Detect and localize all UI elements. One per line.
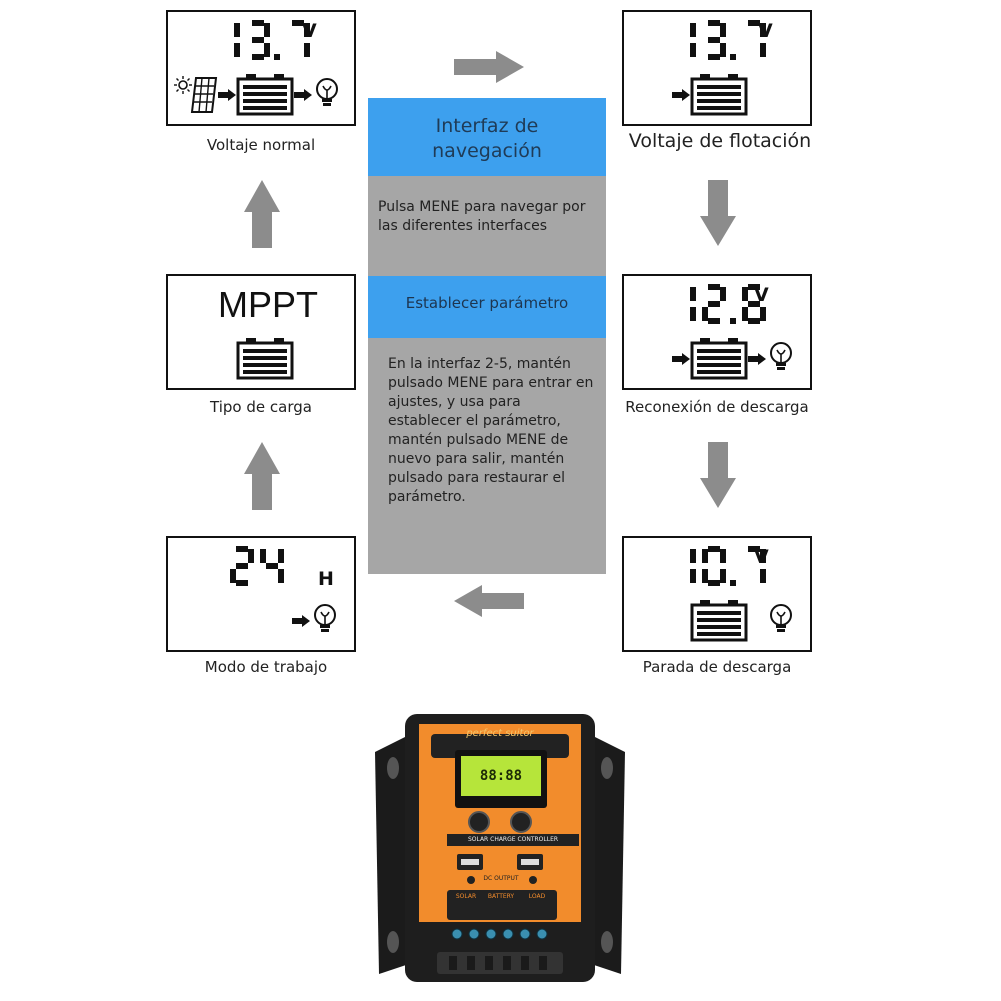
arrow-up-icon xyxy=(244,180,280,248)
screen-charge-type: MPPT xyxy=(166,274,356,390)
caption-normal-voltage: Voltaje normal xyxy=(206,136,316,154)
arrow-small-icon xyxy=(292,615,310,627)
arrow-small-icon xyxy=(218,89,236,101)
lcd-value xyxy=(672,546,772,586)
battery-icon xyxy=(690,74,748,118)
arrow-right-icon xyxy=(454,51,524,83)
charge-controller-device: perfect suitor 88:88 SOLAR CHARGE CONTRO… xyxy=(375,712,625,984)
device-title: SOLAR CHARGE CONTROLLER xyxy=(467,836,559,843)
solar-panel-icon xyxy=(190,77,218,113)
arrow-up-icon xyxy=(244,442,280,510)
lcd-value xyxy=(672,20,772,60)
caption-discharge-reconnect: Reconexión de descarga xyxy=(625,398,809,416)
bulb-icon xyxy=(316,78,338,106)
screen-discharge-stop: V xyxy=(622,536,812,652)
device-body xyxy=(375,714,625,982)
screen-discharge-reconnect: V xyxy=(622,274,812,390)
caption-discharge-stop: Parada de descarga xyxy=(642,658,792,676)
device-output-label: DC OUTPUT xyxy=(483,875,519,882)
arrow-down-icon xyxy=(700,180,736,246)
unit-label: V xyxy=(754,284,769,306)
unit-label: V xyxy=(754,546,769,568)
param-title: Establecer parámetro xyxy=(405,294,569,312)
arrow-left-icon xyxy=(454,585,524,617)
lcd-value xyxy=(672,284,772,324)
param-title-band xyxy=(368,276,606,338)
mppt-label: MPPT xyxy=(218,284,319,325)
lcd-value xyxy=(230,546,290,586)
arrow-small-icon xyxy=(294,89,312,101)
bulb-icon xyxy=(314,604,336,632)
screen-float-voltage: V xyxy=(622,10,812,126)
arrow-small-icon xyxy=(672,353,690,365)
battery-icon xyxy=(236,74,294,118)
bulb-icon xyxy=(770,604,792,632)
device-brand: perfect suitor xyxy=(466,728,534,739)
terminal-label-solar: SOLAR xyxy=(455,893,477,900)
sun-icon xyxy=(174,76,192,94)
screen-work-mode: H xyxy=(166,536,356,652)
bulb-icon xyxy=(770,342,792,370)
nav-title: Interfaz de navegación xyxy=(432,115,542,162)
arrow-down-icon xyxy=(700,442,736,508)
terminal-label-load: LOAD xyxy=(528,893,546,900)
terminal-label-battery: BATTERY xyxy=(487,893,515,900)
unit-label: H xyxy=(318,568,334,590)
arrow-small-icon xyxy=(672,89,690,101)
battery-icon xyxy=(236,338,294,382)
battery-icon xyxy=(690,338,748,382)
nav-title-band xyxy=(368,98,606,176)
screen-normal-voltage: V xyxy=(166,10,356,126)
unit-label: V xyxy=(758,20,773,42)
battery-icon xyxy=(690,600,748,644)
nav-text-box xyxy=(368,176,606,276)
unit-label: V xyxy=(302,20,317,42)
device-lcd-digits: 88:88 xyxy=(479,768,523,784)
lcd-value xyxy=(216,20,316,60)
caption-work-mode: Modo de trabajo xyxy=(204,658,328,676)
nav-text: Pulsa MENE para navegar por las diferent… xyxy=(378,199,586,234)
caption-float-voltage: Voltaje de flotación xyxy=(628,130,812,152)
arrow-small-icon xyxy=(748,353,766,365)
param-text-box xyxy=(368,338,606,574)
param-text: En la interfaz 2-5, mantén pulsado MENE … xyxy=(388,356,594,505)
caption-charge-type: Tipo de carga xyxy=(210,398,312,416)
